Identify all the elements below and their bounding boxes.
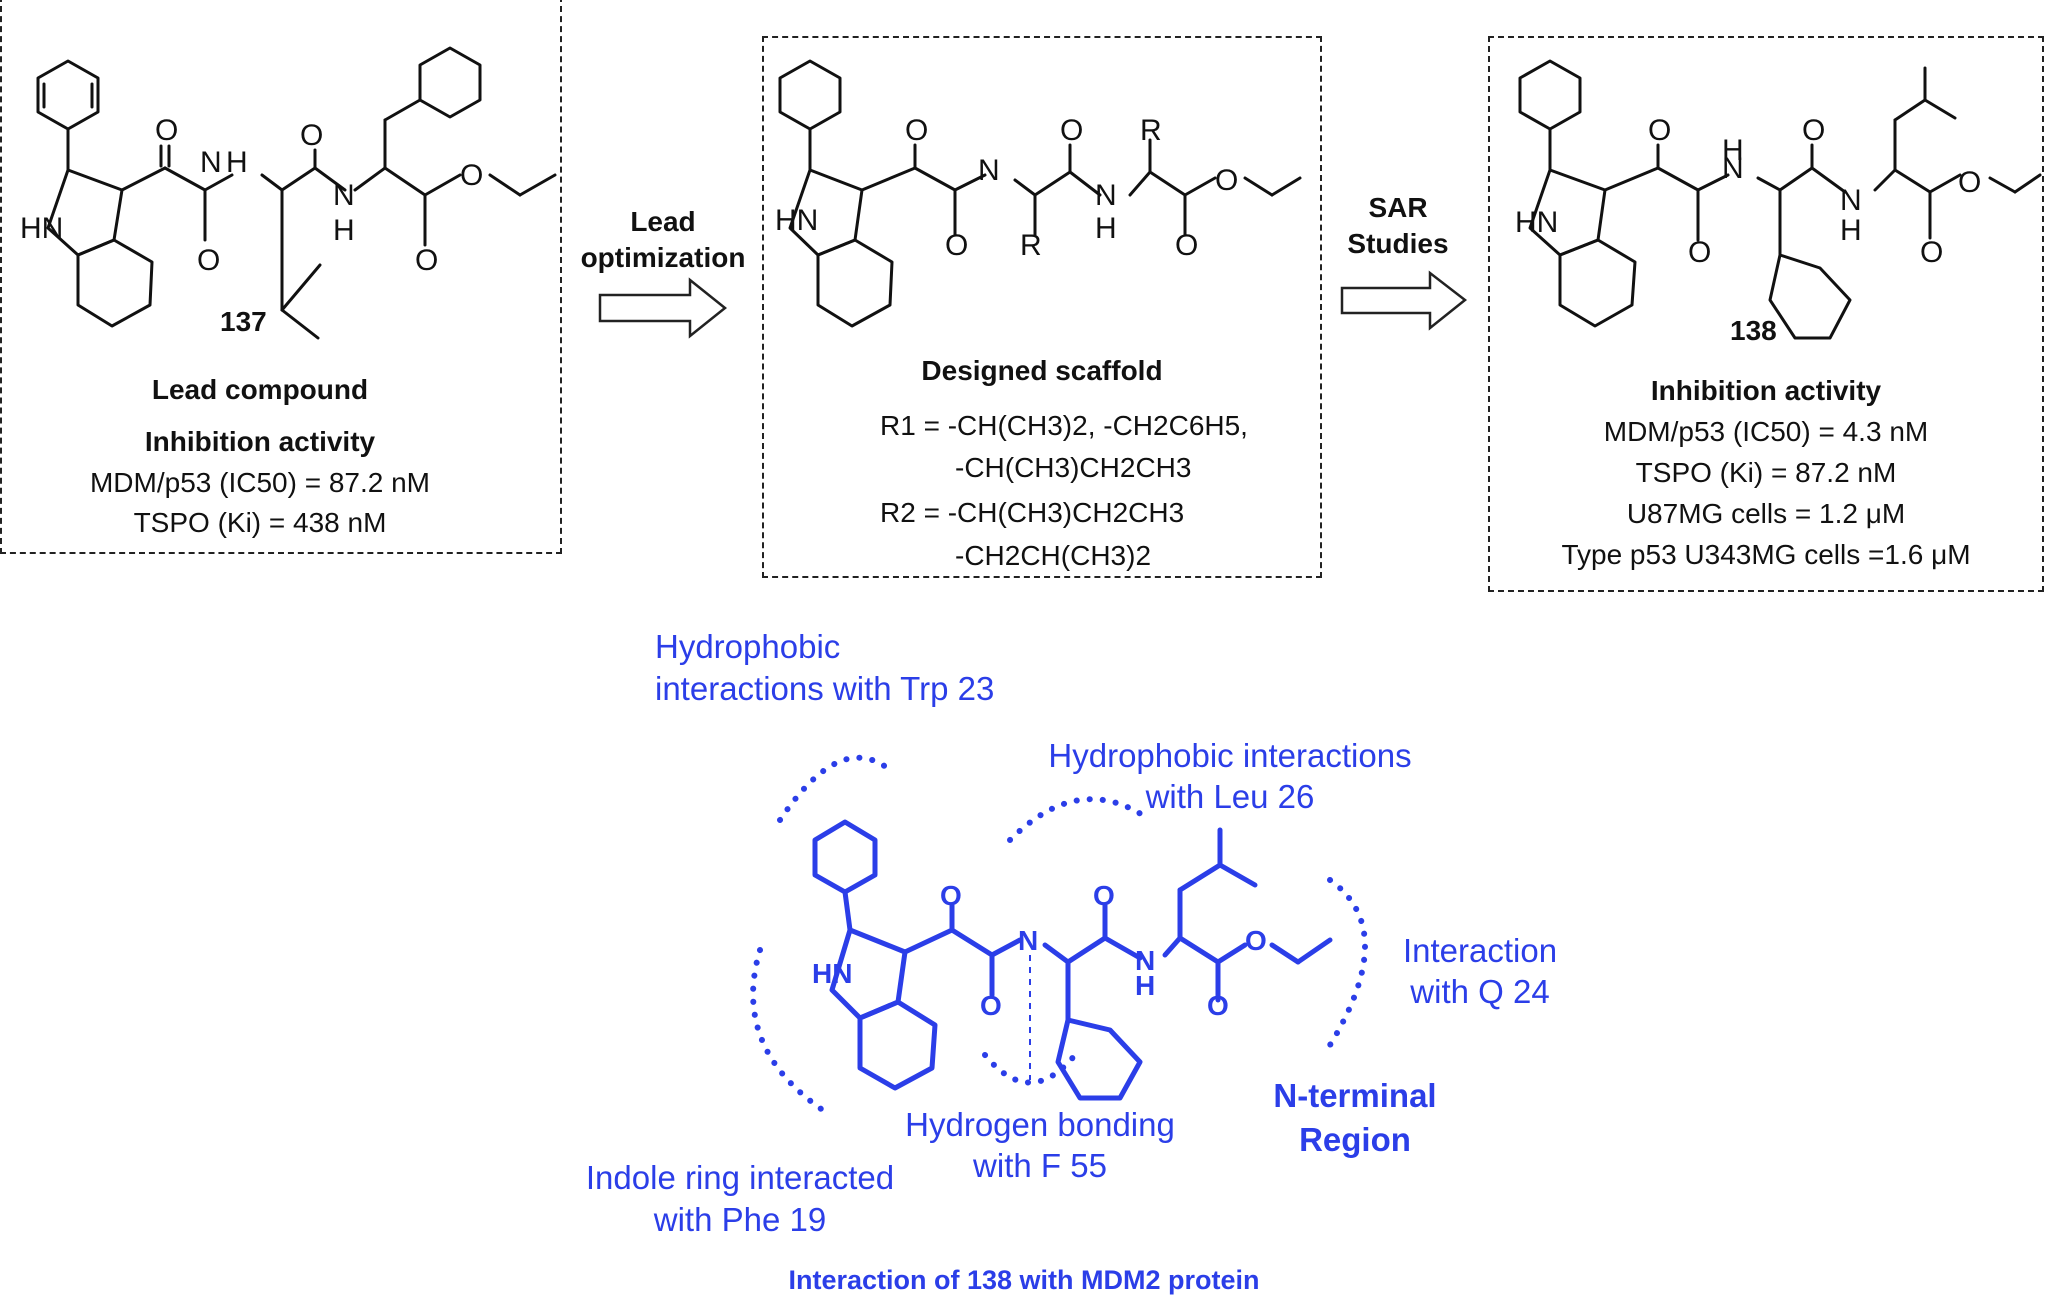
svg-text:N: N (1018, 925, 1038, 956)
sar-studies-label-2: Studies (1347, 228, 1449, 259)
svg-text:O: O (1688, 236, 1711, 269)
svg-text:H: H (1095, 212, 1117, 245)
svg-text:O: O (980, 990, 1002, 1021)
svg-text:R: R (1020, 229, 1042, 262)
svg-text:HN: HN (775, 204, 818, 237)
svg-text:HN: HN (20, 212, 63, 245)
lead-optimization-label-1: Lead (630, 206, 696, 237)
svg-text:R: R (1140, 114, 1162, 147)
svg-text:H: H (1840, 214, 1862, 247)
svg-text:N: N (1840, 184, 1862, 217)
svg-text:H: H (1722, 134, 1744, 167)
compound-138-activity-u87mg: U87MG cells = 1.2 μM (1626, 498, 1906, 529)
leu26-label-2: with Leu 26 (1145, 778, 1315, 815)
sar-studies-label-1: SAR (1368, 192, 1428, 223)
lead-activity-mdm: MDM/p53 (IC50) = 87.2 nM (89, 467, 431, 498)
compound-138-activity-tspo: TSPO (Ki) = 87.2 nM (1635, 457, 1897, 488)
svg-text:O: O (940, 880, 962, 911)
svg-text:O: O (1207, 990, 1229, 1021)
svg-text:O: O (1802, 114, 1825, 147)
trp23-label-2: interactions with Trp 23 (655, 670, 995, 707)
lead-activity-tspo: TSPO (Ki) = 438 nM (133, 507, 387, 538)
svg-text:O: O (1215, 164, 1238, 197)
trp23-label-1: Hydrophobic (655, 628, 841, 665)
f55-label-2: with F 55 (973, 1147, 1107, 1184)
svg-text:O: O (945, 229, 968, 262)
phe19-label-1: Indole ring interacted (585, 1159, 895, 1196)
svg-text:N: N (333, 179, 355, 212)
sar-studies-arrow (1340, 270, 1468, 331)
svg-text:O: O (1093, 880, 1115, 911)
svg-text:O: O (1958, 166, 1981, 199)
svg-text:H: H (226, 146, 248, 179)
lead-optimization-arrow (598, 277, 728, 339)
lead-compound-title: Lead compound (151, 374, 369, 405)
svg-text:O: O (155, 114, 178, 147)
molecule-scaffold: HN N N H O O O O O R R (775, 59, 1302, 328)
compound-138-inhibition-title: Inhibition activity (1650, 375, 1882, 406)
compound-138-box (1488, 36, 2044, 592)
leu26-label-1: Hydrophobic interactions (1048, 737, 1412, 774)
svg-text:O: O (300, 119, 323, 152)
designed-scaffold-box (762, 36, 1322, 578)
svg-text:O: O (415, 244, 438, 277)
svg-text:O: O (1175, 229, 1198, 262)
scaffold-r2-line1: R2 = -CH(CH3)CH2CH3 (880, 497, 1185, 528)
svg-text:O: O (197, 244, 220, 277)
svg-text:HN: HN (1515, 206, 1558, 239)
n-terminal-region-label-1: N-terminal (1273, 1077, 1437, 1114)
svg-text:O: O (905, 114, 928, 147)
compound-138-activity-u343mg: Type p53 U343MG cells =1.6 μM (1561, 539, 1971, 570)
svg-text:HN: HN (812, 958, 852, 989)
molecule-137: HN N H O O O N H O O (20, 46, 557, 340)
molecule-138: HN N H N H O O O O O (1515, 59, 2042, 340)
svg-text:N: N (978, 154, 1000, 187)
svg-text:O: O (1920, 236, 1943, 269)
compound-138-activity-mdm: MDM/p53 (IC50) = 4.3 nM (1603, 416, 1929, 447)
scaffold-r2-line2: -CH2CH(CH3)2 (955, 540, 1152, 571)
lead-compound-box (0, 0, 562, 554)
svg-text:O: O (1060, 114, 1083, 147)
f55-label-1: Hydrogen bonding (905, 1106, 1175, 1143)
svg-text:O: O (1648, 114, 1671, 147)
svg-text:H: H (333, 214, 355, 247)
q24-label-2: with Q 24 (1410, 973, 1550, 1010)
phe19-label-2: with Phe 19 (653, 1201, 827, 1238)
svg-text:N: N (200, 146, 222, 179)
scaffold-r1-line2: -CH(CH3)CH2CH3 (955, 452, 1192, 483)
svg-text:N: N (1135, 945, 1155, 976)
interaction-caption: Interaction of 138 with MDM2 protein (788, 1265, 1260, 1295)
svg-text:H: H (1135, 970, 1155, 1001)
svg-text:O: O (460, 159, 483, 192)
compound-138-number: 138 (1730, 315, 1777, 346)
compound-137-number: 137 (220, 306, 267, 337)
lead-inhibition-title: Inhibition activity (144, 426, 376, 457)
svg-text:N: N (1095, 179, 1117, 212)
svg-text:O: O (1245, 925, 1267, 956)
scaffold-r1-line1: R1 = -CH(CH3)2, -CH2C6H5, (880, 410, 1248, 441)
interaction-arcs (750, 754, 1368, 1118)
scaffold-title: Designed scaffold (921, 355, 1163, 386)
svg-text:N: N (1722, 152, 1744, 185)
q24-label-1: Interaction (1402, 932, 1558, 969)
n-terminal-region-label-2: Region (1299, 1121, 1411, 1158)
lead-optimization-label-2: optimization (580, 242, 746, 273)
mdm2-interaction-molecule: HN N N H O O O O O (812, 819, 1333, 1101)
